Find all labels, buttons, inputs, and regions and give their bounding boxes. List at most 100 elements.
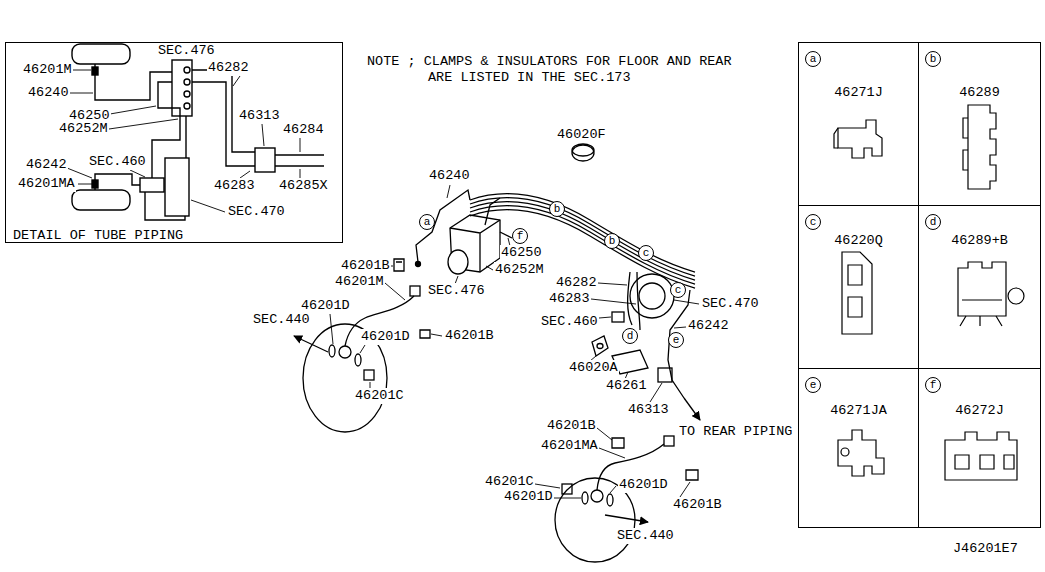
brake-tube [485,198,500,225]
leader-line [650,383,662,402]
brake-tube [275,165,324,166]
leader-line [130,170,145,177]
index-circle: b [925,51,941,67]
tire-symbol [72,44,130,64]
washer [582,492,588,504]
bracket [592,336,608,356]
panel-heading: DETAIL OF TUBE PIPING [13,228,183,244]
section-reference: SEC.476 [427,283,486,299]
callout-number: 46313 [627,402,670,418]
grommet [572,144,594,156]
index-circle: b [549,201,565,217]
callout-number: TO REAR PIPING [678,424,793,440]
leader-line [674,327,686,328]
index-letter: a [810,53,817,65]
leader-line [599,448,625,458]
callout-number: 46283 [213,178,256,194]
leader-line [591,299,636,304]
callout-number: 46282 [555,275,598,291]
clip-sketch [834,128,838,148]
index-letter: e [810,379,817,391]
callout-number: 46285X [278,178,329,194]
leader-line [330,314,333,344]
callout-number: 46201D [503,489,554,505]
section-reference: SEC.460 [540,314,599,330]
callout-number: 46201D [360,329,411,345]
clip-sketch [834,105,1024,480]
leader-line [598,283,627,285]
banjo-fitting [339,346,351,358]
index-letter: f [517,230,524,242]
leader-line [554,498,581,499]
leader-line [110,106,156,114]
index-circle: c [805,214,821,230]
index-letter: a [424,216,431,228]
leader-line [391,266,393,267]
index-letter: d [627,330,634,342]
leader-line [431,334,442,336]
lock-plate [686,470,698,480]
index-circle: f [925,377,941,393]
leader-line [610,486,616,493]
bolt [597,344,603,349]
brake-tube [152,116,180,178]
brake-tube [158,82,180,116]
leader-line [69,93,93,94]
leader-line [486,266,493,270]
clip-sketch [968,105,996,189]
clip-sketch [838,430,884,476]
callout-number: 46261 [605,378,648,394]
leader-line [674,300,699,304]
index-circle: e [805,377,821,393]
section-reference: SEC.476 [157,43,216,59]
washer [355,354,361,366]
brake-tube [637,272,640,330]
index-letter: b [609,235,616,247]
index-letter: c [675,284,682,296]
leader-line [300,138,301,152]
drawing-code: J46201E7 [952,541,1019,557]
index-circle: e [668,332,684,348]
callout-number: 46201B [444,328,495,344]
leader-line [240,171,250,178]
callout-number: 46201B [546,418,597,434]
callout-number: 46240 [428,168,471,184]
note-text: NOTE ; CLAMPS & INSULATORS FOR FLOOR AND… [367,54,739,86]
port [184,91,190,97]
clip-cell: 46271J a [798,42,919,206]
tire-symbol [72,190,130,210]
index-circle: d [925,214,941,230]
index-circle: d [622,328,638,344]
leader-line [78,184,92,185]
part-number: 46271J [834,85,883,101]
lock-plate [420,330,430,338]
tube-end [416,262,421,267]
brake-tube [145,192,185,220]
connector-block [255,148,275,172]
bolt [364,370,374,380]
index-letter: c [643,247,650,259]
leader-line [597,428,612,440]
leader-line [680,482,690,497]
detail-frame: DETAIL OF TUBE PIPING [5,42,343,243]
index-circle: f [512,228,528,244]
hose-fitting [410,286,420,296]
direction-arrow [294,336,328,352]
valve-block [140,178,164,192]
washer [329,345,335,357]
index-circle: a [805,51,821,67]
clip-sketch [1008,288,1024,304]
callout-number: 46284 [282,122,325,138]
callout-number: 46201D [618,477,669,493]
callout-number: 46020F [556,127,607,143]
leader-line [535,484,560,488]
leader-line [67,70,300,212]
section-reference: SEC.440 [616,528,675,544]
connector-block [658,368,672,382]
callout-number: 46252M [494,262,545,278]
brake-hose [345,296,414,346]
callout-number: 46201B [672,497,723,513]
banjo-fitting [591,490,603,502]
clip-sketch [842,252,872,334]
